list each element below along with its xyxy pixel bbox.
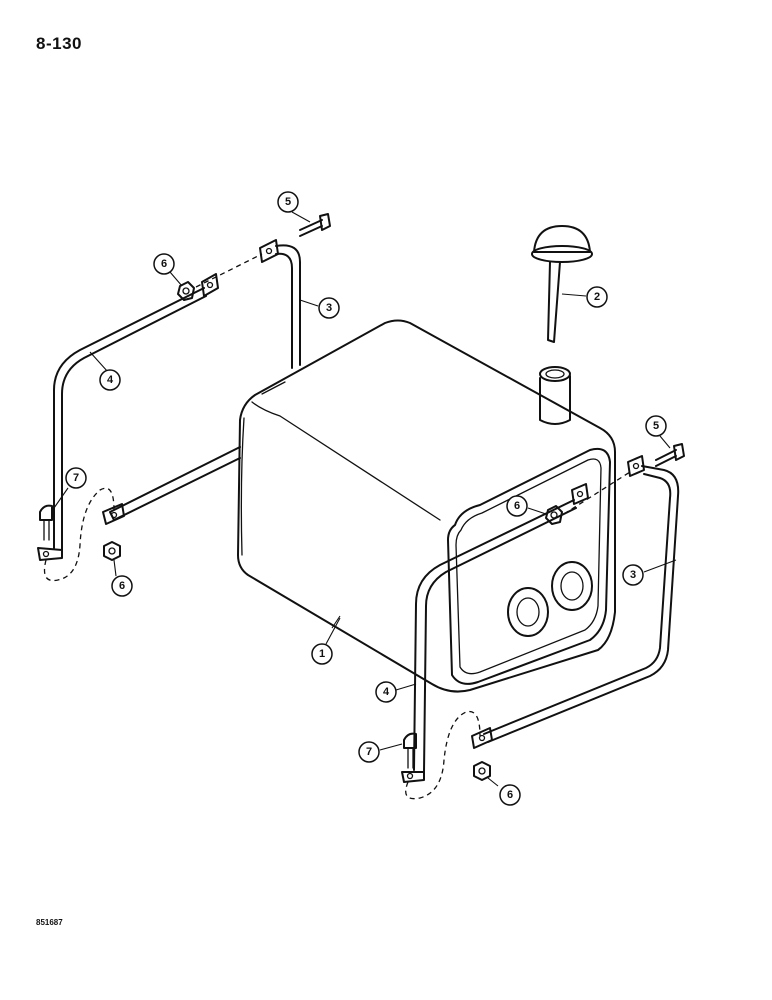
callout-4-right: 4 (375, 681, 417, 703)
svg-text:3: 3 (326, 302, 332, 314)
callout-7-right: 7 (358, 741, 403, 763)
callout-6-top-left: 6 (153, 253, 183, 287)
callout-5-right: 5 (645, 415, 671, 449)
breather-dipstick (531, 225, 593, 343)
nut-top-left (177, 281, 195, 301)
figure-code: 851687 (36, 918, 63, 927)
callout-5-left: 5 (277, 191, 311, 223)
svg-text:6: 6 (514, 500, 520, 512)
callout-3-right: 3 (622, 559, 677, 586)
assembly-line (563, 471, 631, 515)
callout-3-left: 3 (299, 297, 340, 319)
tank (237, 319, 616, 693)
page-number: 8-130 (36, 34, 82, 53)
svg-text:6: 6 (161, 258, 167, 270)
callout-6-bottom-left: 6 (111, 559, 133, 597)
callout-2: 2 (561, 286, 608, 308)
svg-text:7: 7 (366, 746, 372, 758)
svg-text:5: 5 (285, 196, 291, 208)
svg-text:4: 4 (107, 374, 114, 386)
strap-front-right (401, 483, 589, 783)
svg-text:4: 4 (383, 686, 390, 698)
assembly-line (405, 710, 481, 800)
svg-text:6: 6 (507, 789, 513, 801)
svg-text:5: 5 (653, 420, 659, 432)
nut-top-right (545, 505, 563, 525)
callout-1: 1 (311, 615, 341, 665)
svg-text:6: 6 (119, 580, 125, 592)
svg-text:7: 7 (73, 472, 79, 484)
bolt-top-left (299, 213, 331, 237)
strap-rear-right (471, 455, 680, 749)
assembly-line (195, 253, 263, 288)
callout-4-left: 4 (89, 351, 121, 391)
callout-7-left: 7 (53, 467, 87, 509)
svg-text:1: 1 (319, 648, 325, 660)
nut-bottom-left (103, 541, 121, 561)
callout-6-top-right: 6 (506, 495, 547, 517)
bolt-bottom-right (403, 732, 417, 769)
nut-bottom-right (473, 761, 491, 781)
assembly-line (43, 487, 115, 582)
svg-text:3: 3 (630, 569, 636, 581)
bolt-top-right (655, 443, 685, 467)
strap-front-left (37, 273, 219, 561)
callout-6-bottom-right: 6 (487, 777, 521, 806)
strap-rear-left (102, 239, 301, 525)
bolt-bottom-left (39, 504, 53, 541)
svg-text:2: 2 (594, 291, 600, 303)
